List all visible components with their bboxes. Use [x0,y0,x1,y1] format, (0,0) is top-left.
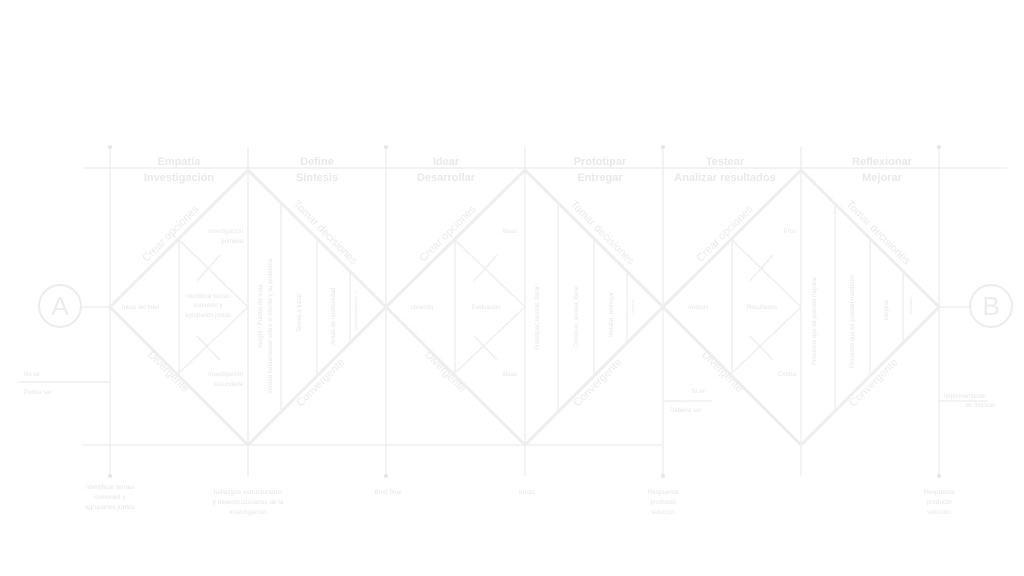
start-label: A [51,291,69,321]
label-convergente: Convergente [571,356,624,409]
implementacion-label: Implementación [944,394,986,400]
cross-icon [749,335,774,361]
step-label: Pros [784,229,796,235]
implementacion-label: de mejoras [965,403,995,409]
step-label: Ideas [502,229,517,235]
step-label: Investigación [208,229,243,235]
step-label: comunes y [193,303,222,309]
start-circle [38,284,82,328]
step-label: Áreas de oportunidad [330,288,337,345]
phase-subtitle: Investigación [144,172,215,184]
phase-subtitle: Desarrollar [417,172,476,184]
step-label: Evaluación [471,305,500,311]
step-label: Mejorar [884,300,890,320]
output-label: agruparlos juntos [85,504,136,511]
output-label: y desestructurados de la [213,499,284,506]
cross-icon [196,335,221,361]
phase-title: Define [300,156,334,168]
label-divergente: Divergente [145,349,191,395]
step-label: Concluir [630,299,635,314]
step-label: Insight / Puntos de vista [258,284,264,348]
phase-subtitle: Entregar [577,172,623,184]
si-se-label: Si sé [692,389,706,395]
phase-title: Prototipar [574,156,627,168]
step-label: Temas a tratar [297,294,303,332]
diamond-outline [660,167,942,448]
phase-title: Empatía [158,156,202,168]
deberia-ser-label: Debería ser [670,408,701,414]
label-convergente: Convergente [294,356,347,409]
dot [937,145,941,149]
step-label: Construir, testear, iterar [574,286,580,348]
label-divergente: Divergente [422,349,468,395]
end-label: B [982,291,999,321]
label-tomar-decisiones: Tomar decisiones [844,198,913,267]
label-crear-opciones: Crear opciones [694,203,756,265]
inner-triangle [178,239,250,374]
output-label: Identificar temas [86,484,134,491]
step-label: Procesos que se pueden mejorar [812,277,818,365]
bottom-outputs: Identificar temas comunes y agruparlos j… [85,484,955,516]
step-label: Prototipar, testear, iterar [535,286,541,350]
phase-title: Reflexionar [852,156,913,168]
step-label: Inicio del brief [122,305,159,311]
dot [384,145,388,149]
grid [18,145,1007,478]
output-label: Ideas [519,489,536,496]
step-label: Procesos que se pueden mantener [850,275,856,368]
step-label: Identificar temas [186,294,230,300]
output-label: producto [926,499,952,506]
step-label: Resultados [747,305,777,311]
step-label: secundaria [214,382,244,388]
output-label: hallazgos estructurados [214,489,283,496]
label-tomar-decisiones: Tomar decisiones [568,198,637,267]
output-label: solución [927,509,951,516]
cross-icon [473,335,498,361]
cross-icon [196,254,221,282]
step-label: Instalar, entregar [609,292,615,337]
dot [661,474,665,478]
label-divergente: Divergente [699,349,745,395]
label-crear-opciones: Crear opciones [417,203,479,265]
inner-triangle [454,239,527,374]
dot [937,474,941,478]
step-label: Contra [778,372,797,378]
output-label: producto [650,499,676,506]
step-label: Investigación [208,372,243,378]
label-crear-opciones: Crear opciones [140,203,202,265]
phase-subtitle: Síntesis [296,172,338,184]
step-label: Ideas [502,372,517,378]
phase-subtitle: Mejorar [862,172,902,184]
inner-triangle [731,239,803,374]
end-circle [969,284,1013,328]
step-label: Análisis [688,305,709,311]
dot [108,474,112,478]
output-label: Respuesta [923,489,954,496]
phase-title: Idear [433,156,460,168]
phase-headers: Empatía Investigación Define Síntesis Id… [144,156,913,184]
output-label: Brief final [374,489,402,496]
cross-icon [749,254,774,282]
no-se-label: No sé [24,372,40,378]
output-label: solución [651,509,675,516]
dot [108,145,112,149]
output-label: investigación [229,509,267,516]
output-label: comunes y [94,494,126,501]
step-label: primaria [221,239,243,245]
label-tomar-decisiones: Tomar decisiones [291,198,360,267]
step-label: ¿Cómo podríamos...? [353,291,358,330]
cross-icon [473,254,498,282]
podria-ser-label: Podría ser [24,390,52,396]
step-label: Ideación [411,305,434,311]
step-label: Reflexión [908,297,913,314]
phase-subtitle: Analizar resultados [674,172,775,184]
phase-title: Testear [706,156,745,168]
output-label: Respuesta [647,489,678,496]
dot [384,474,388,478]
step-label: Verdad fundamental sobre el cliente y su… [268,258,274,394]
dot [661,145,665,149]
step-label: agruparlos juntos [185,313,231,319]
